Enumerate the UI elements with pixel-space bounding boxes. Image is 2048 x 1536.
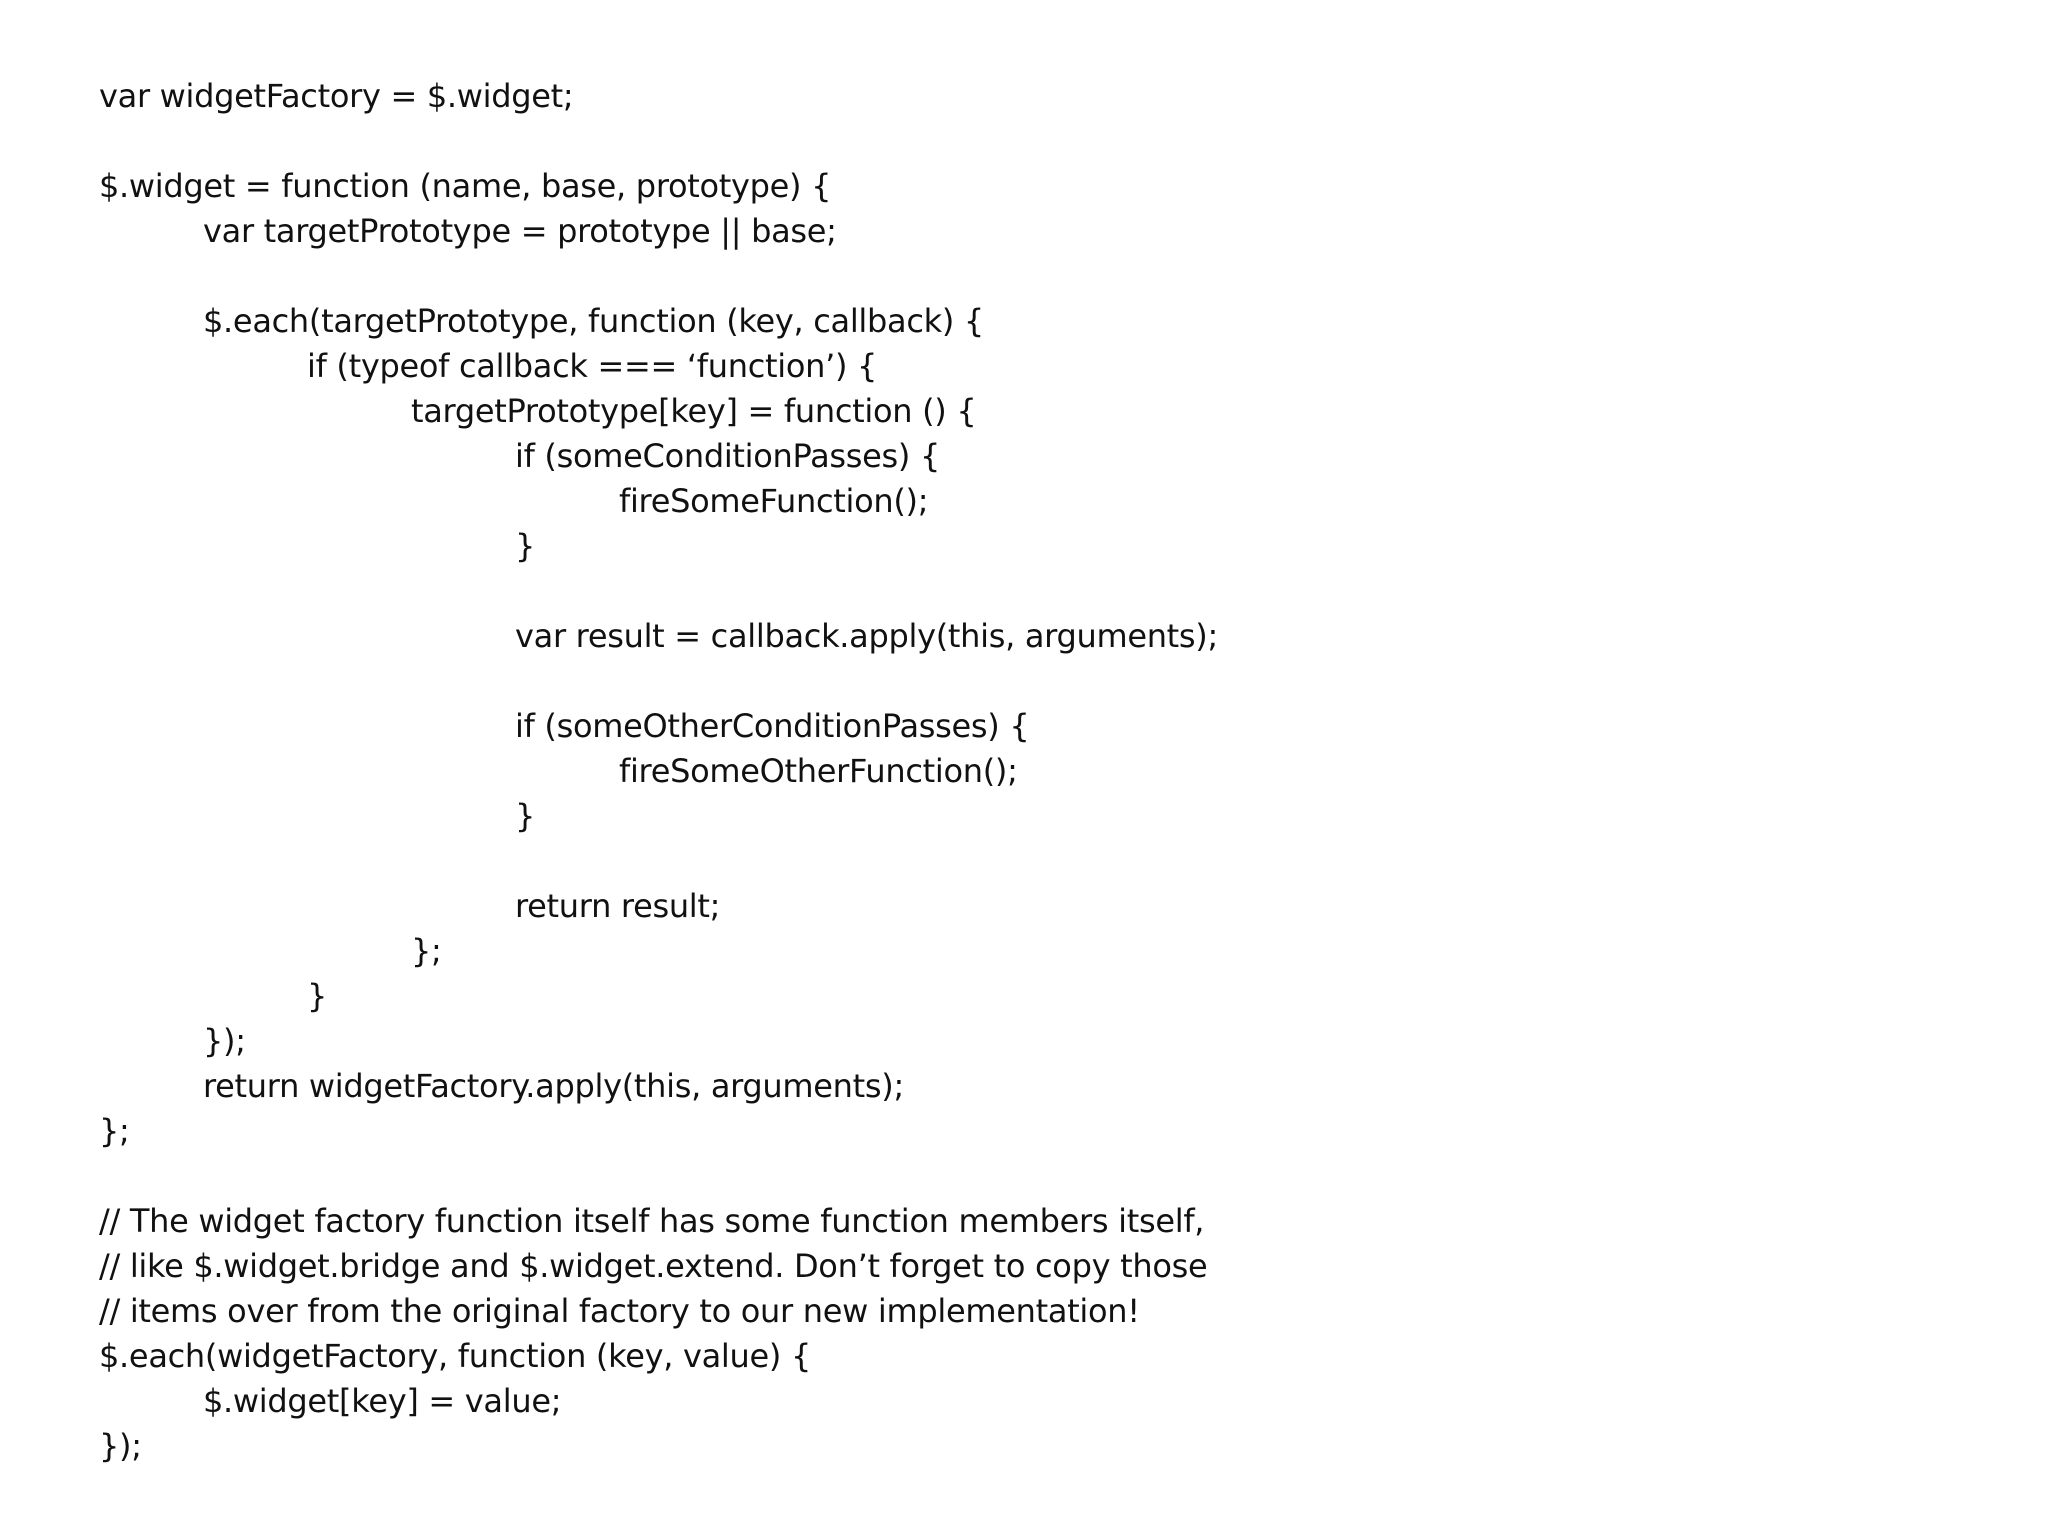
code-line: }; <box>99 1112 130 1150</box>
comment-line: // like $.widget.bridge and $.widget.ext… <box>99 1247 1208 1285</box>
code-line: if (typeof callback === ‘function’) { <box>307 347 878 385</box>
code-line: }); <box>203 1022 246 1060</box>
code-line <box>99 659 1218 704</box>
code-line <box>99 1154 1218 1199</box>
code-block: var widgetFactory = $.widget; $.widget =… <box>99 74 1218 1469</box>
code-line: return widgetFactory.apply(this, argumen… <box>203 1067 904 1105</box>
code-line: $.widget[key] = value; <box>203 1382 562 1420</box>
code-line <box>99 119 1218 164</box>
code-line: fireSomeFunction(); <box>619 482 929 520</box>
code-line <box>99 839 1218 884</box>
code-line: } <box>307 977 328 1015</box>
code-line: targetPrototype[key] = function () { <box>411 392 977 430</box>
code-line: var result = callback.apply(this, argume… <box>515 617 1218 655</box>
code-line: fireSomeOtherFunction(); <box>619 752 1018 790</box>
code-line: $.each(widgetFactory, function (key, val… <box>99 1337 812 1375</box>
code-line: $.each(targetPrototype, function (key, c… <box>203 302 984 340</box>
code-line: } <box>515 797 536 835</box>
comment-line: // The widget factory function itself ha… <box>99 1202 1205 1240</box>
code-line <box>99 254 1218 299</box>
code-line: } <box>515 527 536 565</box>
code-line: return result; <box>515 887 721 925</box>
comment-line: // items over from the original factory … <box>99 1292 1140 1330</box>
code-line: }); <box>99 1427 142 1465</box>
code-line: }; <box>411 932 442 970</box>
code-line <box>99 569 1218 614</box>
code-line: if (someOtherConditionPasses) { <box>515 707 1030 745</box>
code-line: var targetPrototype = prototype || base; <box>203 212 837 250</box>
code-line: $.widget = function (name, base, prototy… <box>99 167 832 205</box>
code-line: var widgetFactory = $.widget; <box>99 77 574 115</box>
code-line: if (someConditionPasses) { <box>515 437 941 475</box>
